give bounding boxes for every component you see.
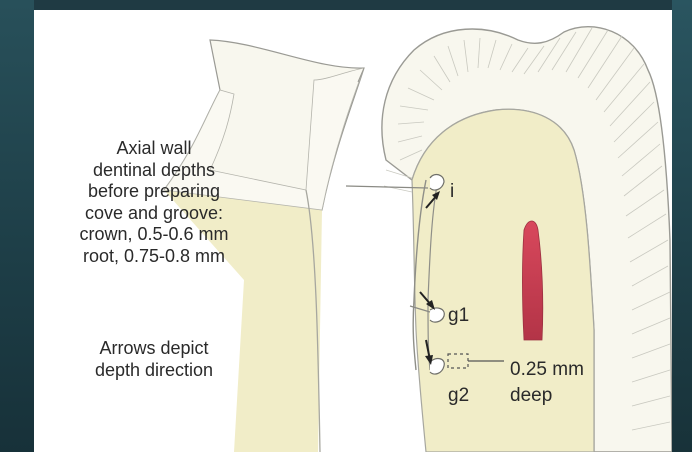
label-g2: g2 [448,386,469,406]
marker-g1-groove [430,308,444,322]
axial-wall-caption: Axial wall dentinal depths before prepar… [34,138,274,267]
slide-background-right [672,0,692,452]
note-line: depth direction [34,360,274,382]
main-tooth-dentin [412,109,594,452]
slide-background-left [0,0,34,452]
caption-line: root, 0.75-0.8 mm [34,246,274,268]
arrows-note-caption: Arrows depict depth direction [34,338,274,381]
note-line: Arrows depict [34,338,274,360]
depth-value-label: 0.25 mm [510,360,584,380]
caption-line: dentinal depths [34,160,274,182]
label-g1: g1 [448,306,469,326]
caption-line: before preparing [34,181,274,203]
caption-line: cove and groove: [34,203,274,225]
tooth-preparation-figure: Axial wall dentinal depths before prepar… [34,10,672,452]
depth-word-label: deep [510,386,552,406]
label-i: i [450,182,454,202]
caption-line: Axial wall [34,138,274,160]
caption-line: crown, 0.5-0.6 mm [34,224,274,246]
